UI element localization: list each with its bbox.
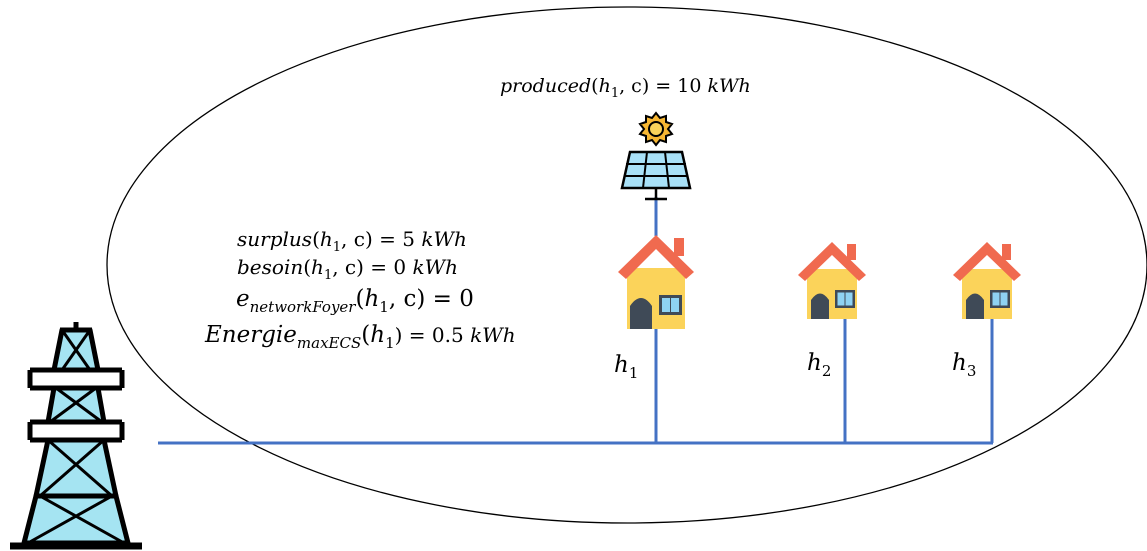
e-network-foyer-equation: enetworkFoyer(h1, c) = 0 <box>236 286 474 316</box>
grid-lines <box>158 197 994 445</box>
electricity-pylon-icon <box>10 322 142 550</box>
house-label-h3: h3 <box>952 350 976 380</box>
house-h1-icon <box>618 235 694 329</box>
sun-icon <box>638 111 674 147</box>
energie-max-ecs-equation: EnergiemaxECS(h1) = 0.5 kWh <box>204 322 516 352</box>
community-boundary <box>106 6 1147 524</box>
house-label-h2: h2 <box>807 350 831 380</box>
solar-panel-icon <box>620 150 692 201</box>
house-h2-icon <box>798 242 866 319</box>
surplus-equation: surplus(h1, c) = 5 kWh <box>237 227 467 255</box>
house-label-h1: h1 <box>614 352 638 382</box>
house-h3-icon <box>953 242 1021 319</box>
besoin-equation: besoin(h1, c) = 0 kWh <box>237 255 458 283</box>
produced-label: produced(h1, c) = 10 kWh <box>500 75 751 101</box>
